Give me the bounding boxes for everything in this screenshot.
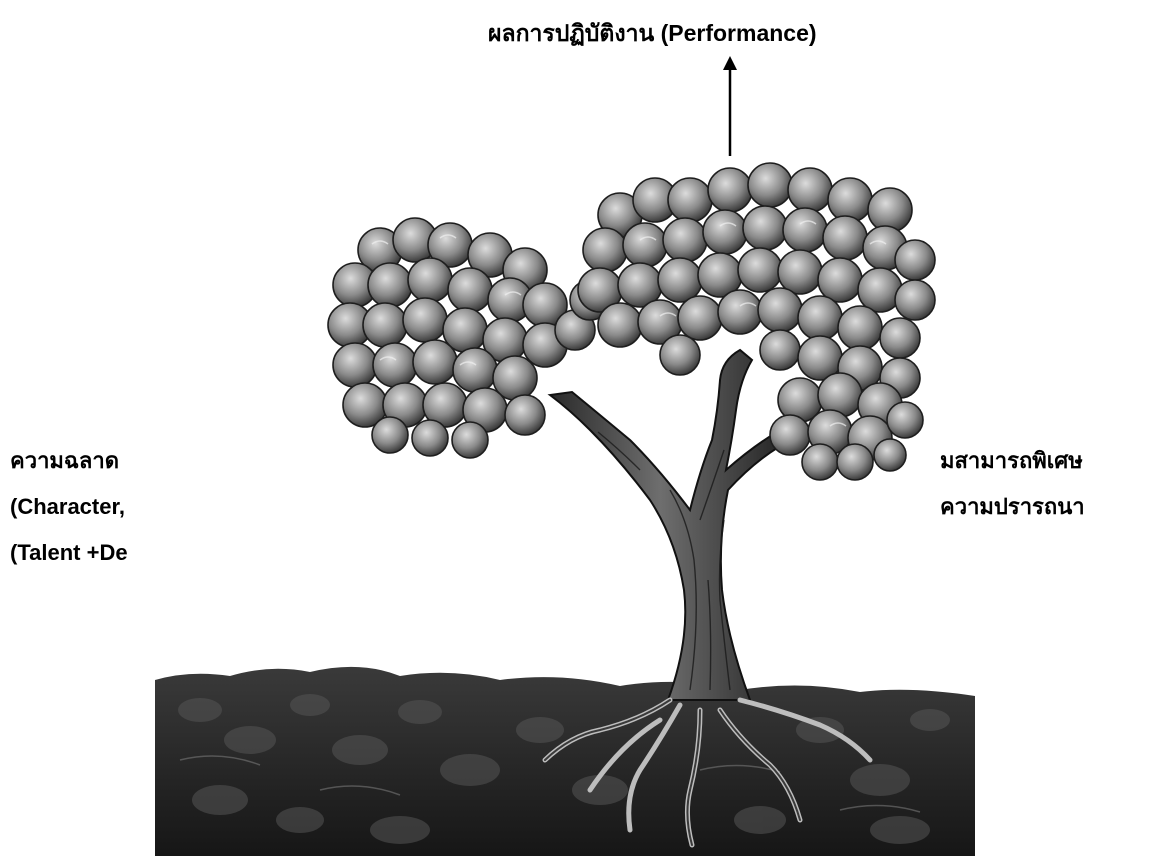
soil — [155, 667, 975, 856]
